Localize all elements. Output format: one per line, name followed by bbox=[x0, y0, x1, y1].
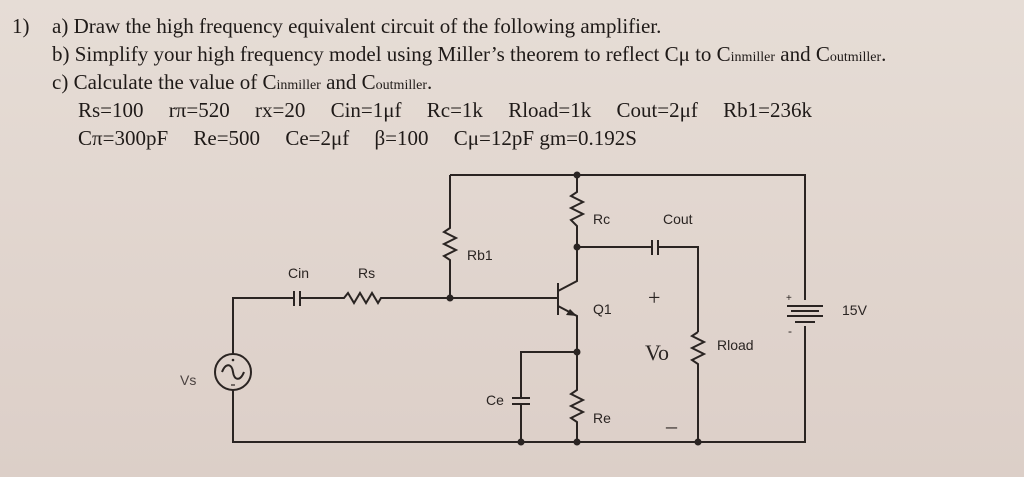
part-b-text: Simplify your high frequency model using… bbox=[74, 42, 731, 66]
wire-cout-to-rload bbox=[658, 246, 699, 332]
resistor-rb1 bbox=[441, 175, 459, 298]
label-vo: Vo bbox=[645, 340, 669, 365]
label-cout: Cout bbox=[663, 211, 693, 227]
label-vs: Vs bbox=[180, 372, 196, 388]
node-base bbox=[446, 294, 454, 302]
part-a-text: Draw the high frequency equivalent circu… bbox=[73, 14, 662, 38]
node-ground-rload bbox=[694, 438, 702, 446]
vs-plus-dot bbox=[231, 358, 235, 362]
part-a-label: a) bbox=[52, 14, 69, 38]
label-rc: Rc bbox=[593, 211, 610, 227]
part-c-label: c) bbox=[52, 70, 69, 94]
capacitor-cout bbox=[651, 240, 659, 255]
param: Rs=100 bbox=[78, 98, 144, 122]
part-b-sub-outmiller: outmiller bbox=[829, 50, 882, 65]
part-c-sub-inmiller: inmiller bbox=[276, 78, 321, 93]
label-vo-plus: + bbox=[648, 285, 660, 310]
battery-15v bbox=[787, 305, 823, 323]
param: Ce=2μf bbox=[285, 126, 350, 150]
param: Rb1=236k bbox=[723, 98, 812, 122]
param: Rc=1k bbox=[426, 98, 483, 122]
part-c-text: Calculate the value of C bbox=[73, 70, 277, 94]
part-b: b) Simplify your high frequency model us… bbox=[52, 41, 886, 71]
part-b-mid: and C bbox=[775, 42, 830, 66]
param: Rload=1k bbox=[508, 98, 592, 122]
node-collector bbox=[573, 243, 581, 251]
wire-vs-to-cin bbox=[232, 297, 293, 354]
capacitor-cin bbox=[293, 291, 301, 306]
label-ce: Ce bbox=[486, 392, 504, 408]
question-number: 1) bbox=[12, 14, 30, 38]
parameters-row-1: Rs=100 rπ=520 rx=20 Cin=1μf Rc=1k Rload=… bbox=[78, 97, 812, 123]
param: β=100 bbox=[374, 126, 429, 150]
emitter-arrow bbox=[566, 309, 577, 316]
param: Cμ=12pF gm=0.192S bbox=[453, 126, 637, 150]
label-rb1: Rb1 bbox=[467, 247, 493, 263]
part-c-sub-outmiller: outmiller bbox=[375, 78, 427, 93]
param: Cπ=300pF bbox=[78, 126, 169, 150]
part-b-label: b) bbox=[52, 42, 70, 66]
resistor-rload bbox=[689, 331, 707, 442]
node-emitter bbox=[573, 348, 581, 356]
label-q1: Q1 bbox=[593, 301, 612, 317]
node-ground-re bbox=[573, 438, 581, 446]
part-b-end: . bbox=[881, 42, 887, 66]
label-battery-minus: - bbox=[788, 324, 792, 338]
ac-source-vs bbox=[214, 353, 252, 391]
capacitor-ce bbox=[512, 397, 530, 405]
resistor-rs bbox=[300, 291, 558, 305]
param: rπ=520 bbox=[168, 98, 230, 122]
param: Cout=2μf bbox=[616, 98, 698, 122]
label-15v: 15V bbox=[842, 302, 868, 318]
label-vo-minus: – bbox=[665, 413, 678, 438]
wire-top-rail bbox=[450, 174, 806, 300]
sine-icon bbox=[221, 364, 245, 380]
param: Cin=1μf bbox=[330, 98, 402, 122]
node-ground-ce bbox=[517, 438, 525, 446]
wire-ce-branch bbox=[520, 351, 577, 397]
junction-dots bbox=[446, 171, 702, 446]
part-c-mid: and C bbox=[320, 70, 376, 94]
label-cin: Cin bbox=[288, 265, 309, 281]
part-c-end: . bbox=[427, 70, 433, 94]
label-re: Re bbox=[593, 410, 611, 426]
label-rs: Rs bbox=[358, 265, 375, 281]
part-a: a) Draw the high frequency equivalent ci… bbox=[52, 13, 661, 39]
transistor-q1 bbox=[557, 247, 578, 352]
resistor-rc bbox=[568, 175, 586, 247]
node-top-rc bbox=[573, 171, 581, 179]
resistor-re bbox=[568, 352, 586, 442]
label-rload: Rload bbox=[717, 337, 754, 353]
part-c: c) Calculate the value of Cinmiller and … bbox=[52, 69, 432, 99]
parameters-row-2: Cπ=300pF Re=500 Ce=2μf β=100 Cμ=12pF gm=… bbox=[78, 125, 637, 151]
part-b-sub-inmiller: inmiller bbox=[730, 50, 775, 65]
param: Re=500 bbox=[193, 126, 261, 150]
param: rx=20 bbox=[254, 98, 306, 122]
label-battery-plus: + bbox=[786, 293, 792, 304]
